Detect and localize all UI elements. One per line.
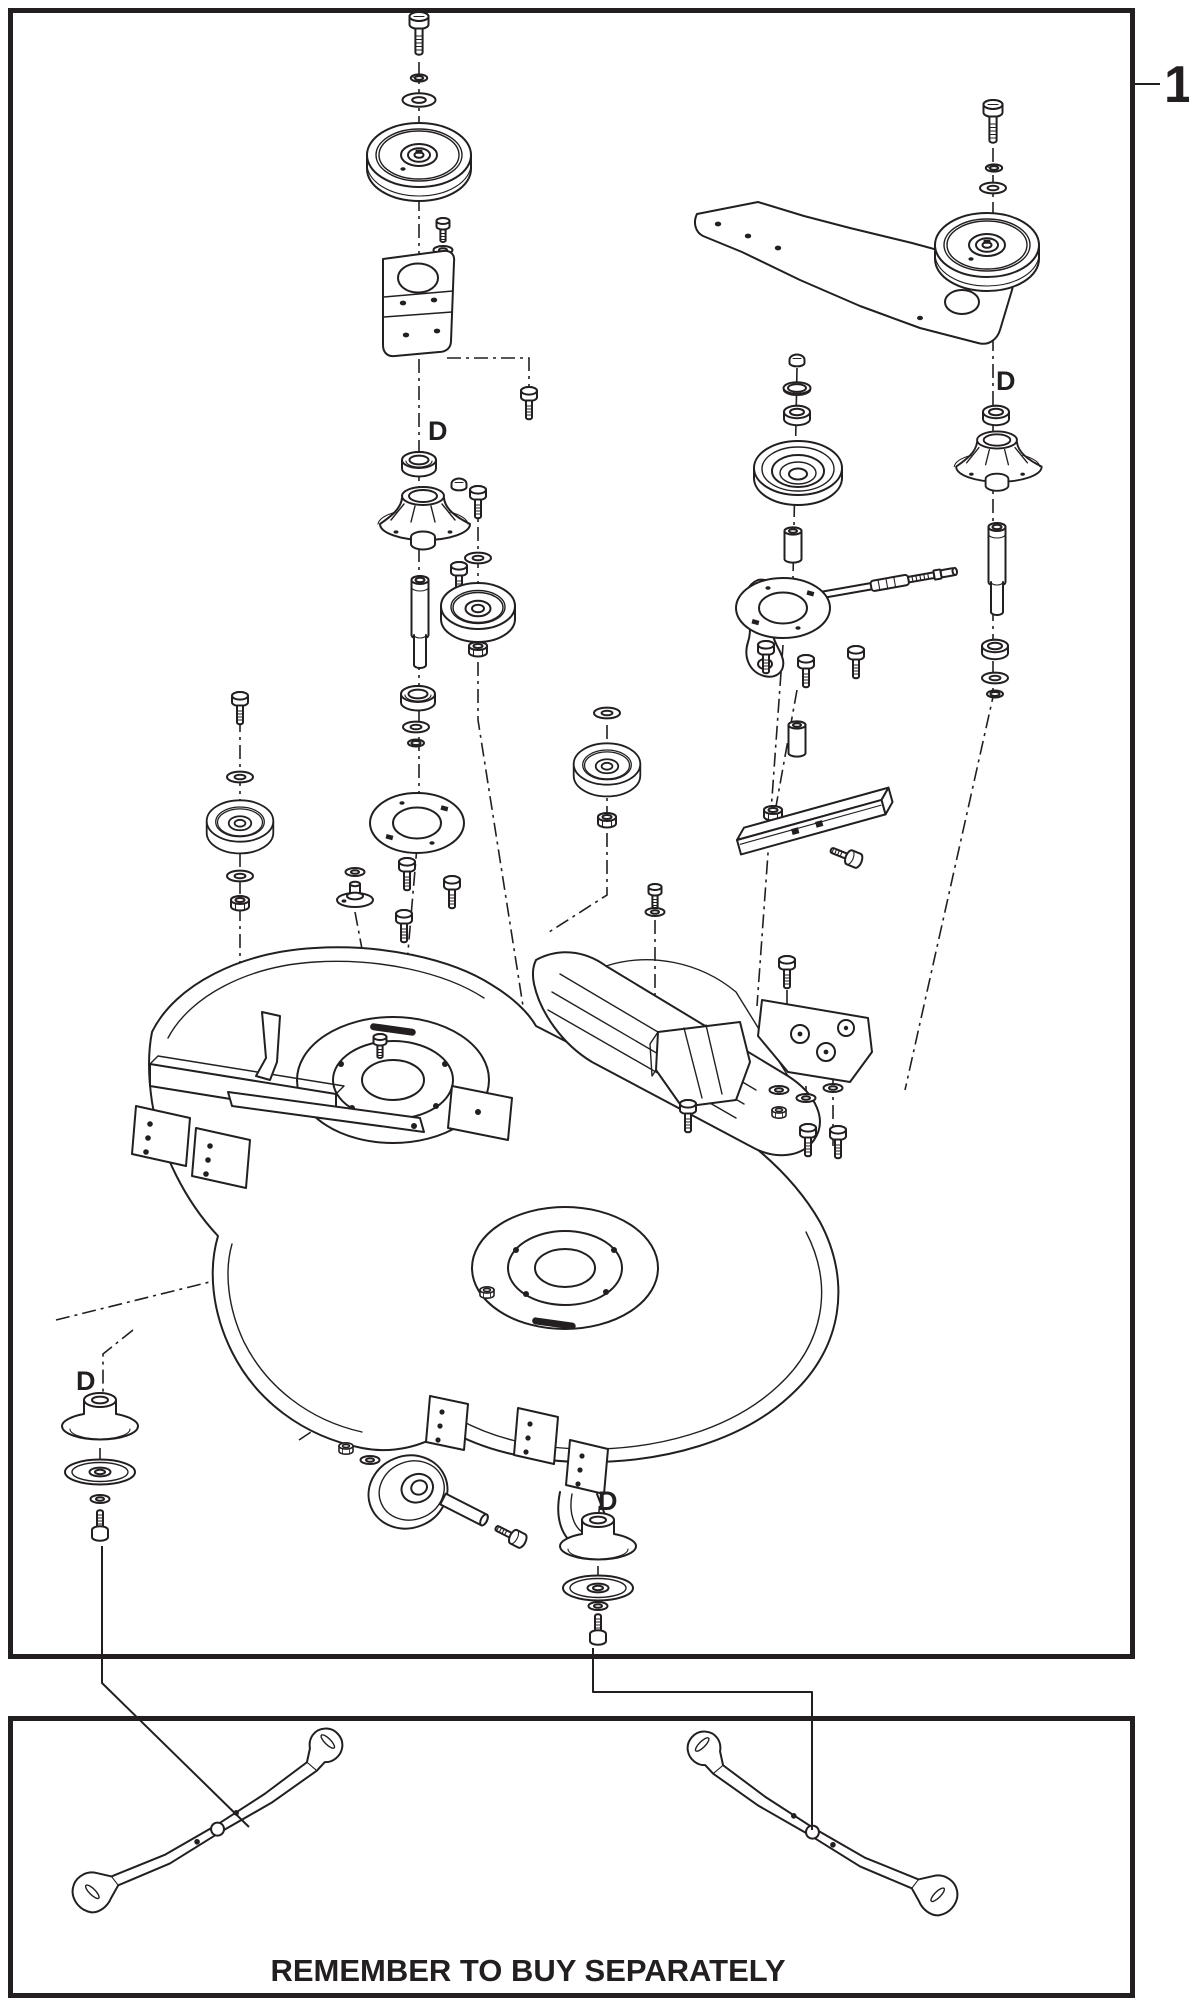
footer-note: REMEMBER TO BUY SEPARATELY	[270, 1953, 785, 1988]
washer	[593, 706, 621, 720]
belt-guide-stud	[336, 880, 374, 908]
center-idler-assembly	[440, 485, 641, 829]
bearing	[982, 404, 1010, 427]
tension-pulley	[753, 440, 843, 506]
blade-hub	[559, 1512, 637, 1561]
pulley-bracket	[382, 249, 456, 358]
stud	[647, 883, 663, 909]
washer	[822, 1083, 844, 1093]
washer	[587, 1601, 609, 1611]
washer	[768, 1085, 790, 1095]
washer	[981, 671, 1009, 685]
right-spindle-assembly	[694, 99, 1043, 699]
hex-bolt	[408, 11, 430, 56]
spindle-shaft	[410, 575, 430, 669]
blade-hub	[61, 1392, 139, 1441]
cup-washer	[782, 381, 812, 397]
spacer	[783, 526, 803, 564]
bolt	[778, 955, 796, 990]
blade-pulley	[934, 212, 1040, 292]
nut	[772, 1107, 786, 1118]
screw	[435, 217, 451, 243]
spindle-housing	[953, 430, 1043, 492]
bolt	[827, 841, 866, 871]
spacer	[787, 720, 807, 758]
deck-shell	[131, 946, 840, 1550]
washer	[89, 1494, 111, 1504]
washer	[226, 770, 254, 784]
bearing	[400, 685, 436, 712]
flat-washer	[401, 92, 437, 108]
rear-hanger-tabs	[425, 1395, 610, 1550]
callout-number: 1	[1164, 56, 1189, 114]
detail-label-right-hub: D	[598, 1486, 618, 1516]
spindle-plate	[735, 577, 831, 639]
left-blade-hub-assembly	[61, 1392, 139, 1542]
spindle-shaft	[987, 522, 1007, 616]
nut	[597, 812, 617, 829]
washer	[464, 551, 492, 565]
front-hanger-brackets	[131, 1011, 513, 1189]
carriage-bolt	[398, 857, 416, 892]
lock-washer	[984, 163, 1004, 173]
right-blade-hub-assembly	[559, 1512, 637, 1646]
detail-label-right-spindle: D	[996, 366, 1016, 396]
dished-washer	[562, 1574, 634, 1602]
carriage-bolt	[797, 654, 815, 689]
blade-bolt	[589, 1613, 607, 1646]
bearing	[783, 404, 811, 427]
retaining-ring	[986, 689, 1004, 699]
bearing	[981, 638, 1009, 661]
leader-lines	[101, 83, 1160, 1830]
mower-blade-left	[55, 1721, 362, 1920]
dished-washer	[64, 1458, 136, 1486]
deck-right-spindle-seat	[471, 1206, 659, 1330]
spindle-plate	[369, 792, 465, 854]
cap-nut	[788, 353, 806, 368]
nut	[468, 641, 488, 658]
cap-nut	[450, 477, 468, 492]
idler-pulley	[440, 582, 516, 643]
detail-label-left-spindle: D	[428, 416, 448, 446]
support-rail	[733, 786, 897, 856]
spindle-housing	[377, 486, 471, 551]
nut	[339, 1443, 353, 1454]
tensioner-assembly	[733, 353, 959, 871]
anti-scalp-wheel-assembly	[339, 1443, 530, 1551]
mower-blade-right	[668, 1724, 975, 1923]
nut	[230, 895, 250, 912]
bolt	[520, 386, 538, 421]
idler-pulley	[574, 743, 641, 796]
washer	[644, 907, 666, 917]
washer	[359, 1455, 381, 1465]
deck-nut	[480, 1287, 494, 1298]
wheel	[367, 1454, 449, 1530]
lock-washer	[409, 73, 429, 83]
blade-pulley	[366, 122, 472, 202]
hex-bolt	[982, 99, 1004, 144]
main-diagram-frame	[8, 8, 1135, 1659]
flat-washer	[979, 181, 1007, 195]
left-idler-assembly	[207, 691, 374, 912]
washer	[795, 1093, 817, 1103]
washer	[344, 867, 366, 877]
left-spindle-assembly	[366, 11, 538, 944]
bolt	[469, 485, 487, 520]
detail-label-left-hub: D	[76, 1366, 96, 1396]
blade-bolt	[91, 1509, 109, 1542]
blades-frame	[8, 1716, 1135, 1998]
retaining-ring	[407, 738, 425, 748]
screw	[231, 691, 249, 726]
washer	[402, 720, 430, 734]
carriage-bolt	[847, 645, 865, 680]
idler-pulley	[207, 800, 274, 853]
axle-bolt	[491, 1520, 530, 1551]
bearing	[401, 451, 437, 478]
discharge-bracket-assembly	[644, 883, 873, 1160]
washer	[226, 869, 254, 883]
carriage-bolt	[443, 875, 461, 910]
